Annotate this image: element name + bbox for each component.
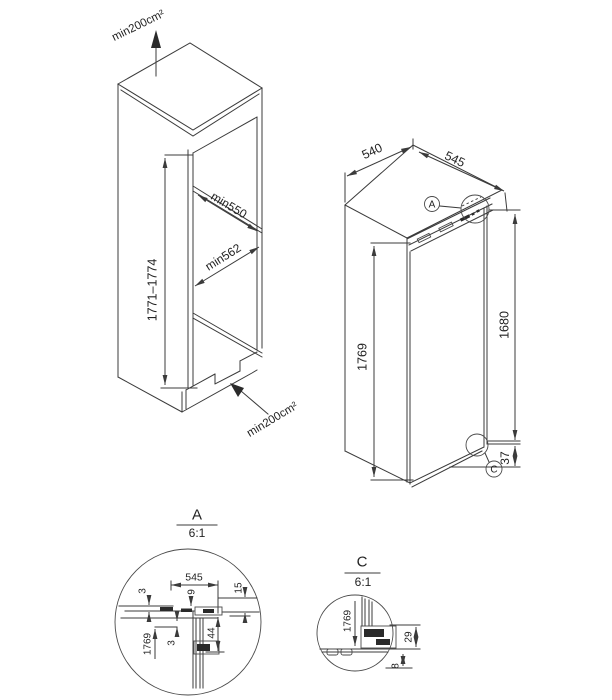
dim-line-width-545 (418, 151, 505, 192)
hinge-fill-c2 (376, 639, 390, 645)
a-1769-label: 1769 (143, 632, 154, 655)
a-9-label: 9 (187, 589, 198, 595)
hinge-outline-c (360, 625, 397, 649)
niche-view: min200cm² 1771–1774 min550 min562 min200… (110, 8, 300, 440)
niche-structure-lines (117, 42, 269, 415)
vent-arrow-bottom-icon (230, 383, 244, 397)
callout-c-letter: C (490, 465, 497, 476)
seal-block-mid (181, 608, 192, 612)
rail-dashed-line (461, 196, 482, 207)
dim-line-min562 (194, 246, 260, 287)
appliance-view: 540 545 1769 1680 37 A C (344, 138, 521, 488)
detail-a-circle (114, 548, 262, 696)
callout-c-bubble (485, 460, 503, 478)
callout-a-bubble (424, 196, 440, 212)
a-44-label: 44 (207, 627, 218, 639)
detail-c-circle (316, 594, 394, 672)
hinge-fill-a (197, 644, 210, 651)
dim-bottom-gap-label: 37 (498, 451, 512, 465)
hinge-fill-c1 (364, 629, 384, 637)
detail-a-scale: 6:1 (189, 526, 206, 540)
c-1769-label: 1769 (343, 609, 354, 632)
rail-bracket-fill (203, 609, 214, 613)
c-29-label: 29 (404, 631, 415, 643)
a-3a-label: 3 (138, 588, 149, 594)
foot-left (326, 648, 339, 656)
dim-depth-label: 540 (360, 141, 385, 163)
mounting-rail-icon (416, 196, 482, 244)
detail-a-indicator-circle (460, 194, 490, 224)
vent-arrow-up-icon (151, 30, 161, 48)
dim-height-label: 1769 (355, 343, 369, 371)
rail-bracket-outline (194, 606, 223, 616)
detail-c-view: C 6:1 1769 29 8 (316, 553, 421, 672)
a-545-label: 545 (185, 572, 203, 584)
foot-right (340, 648, 353, 656)
detail-a-view: A 6:1 545 3 9 15 1769 3 44 (114, 506, 262, 696)
detail-c-indicator-circle (465, 433, 489, 457)
dim-line-min550 (197, 194, 258, 232)
detail-c-scale: 6:1 (355, 575, 372, 589)
dim-line-depth-540 (346, 146, 412, 177)
detail-c-structure-lines (319, 572, 421, 669)
callout-a-letter: A (429, 200, 436, 211)
appliance-structure-lines (344, 144, 504, 488)
a-3b-label: 3 (167, 640, 178, 646)
dim-width-label: 545 (442, 149, 467, 171)
detail-c-title: C (357, 553, 368, 570)
niche-height-label: 1771–1774 (145, 259, 159, 322)
c-8-label: 8 (391, 663, 402, 669)
appliance-extension-lines (344, 138, 521, 481)
seal-block-left (160, 607, 173, 611)
dim-front-height-label: 1680 (497, 311, 511, 339)
detail-a-title: A (192, 506, 202, 523)
vent-bottom-label: min200cm² (245, 400, 300, 440)
a-15-label: 15 (234, 582, 245, 594)
